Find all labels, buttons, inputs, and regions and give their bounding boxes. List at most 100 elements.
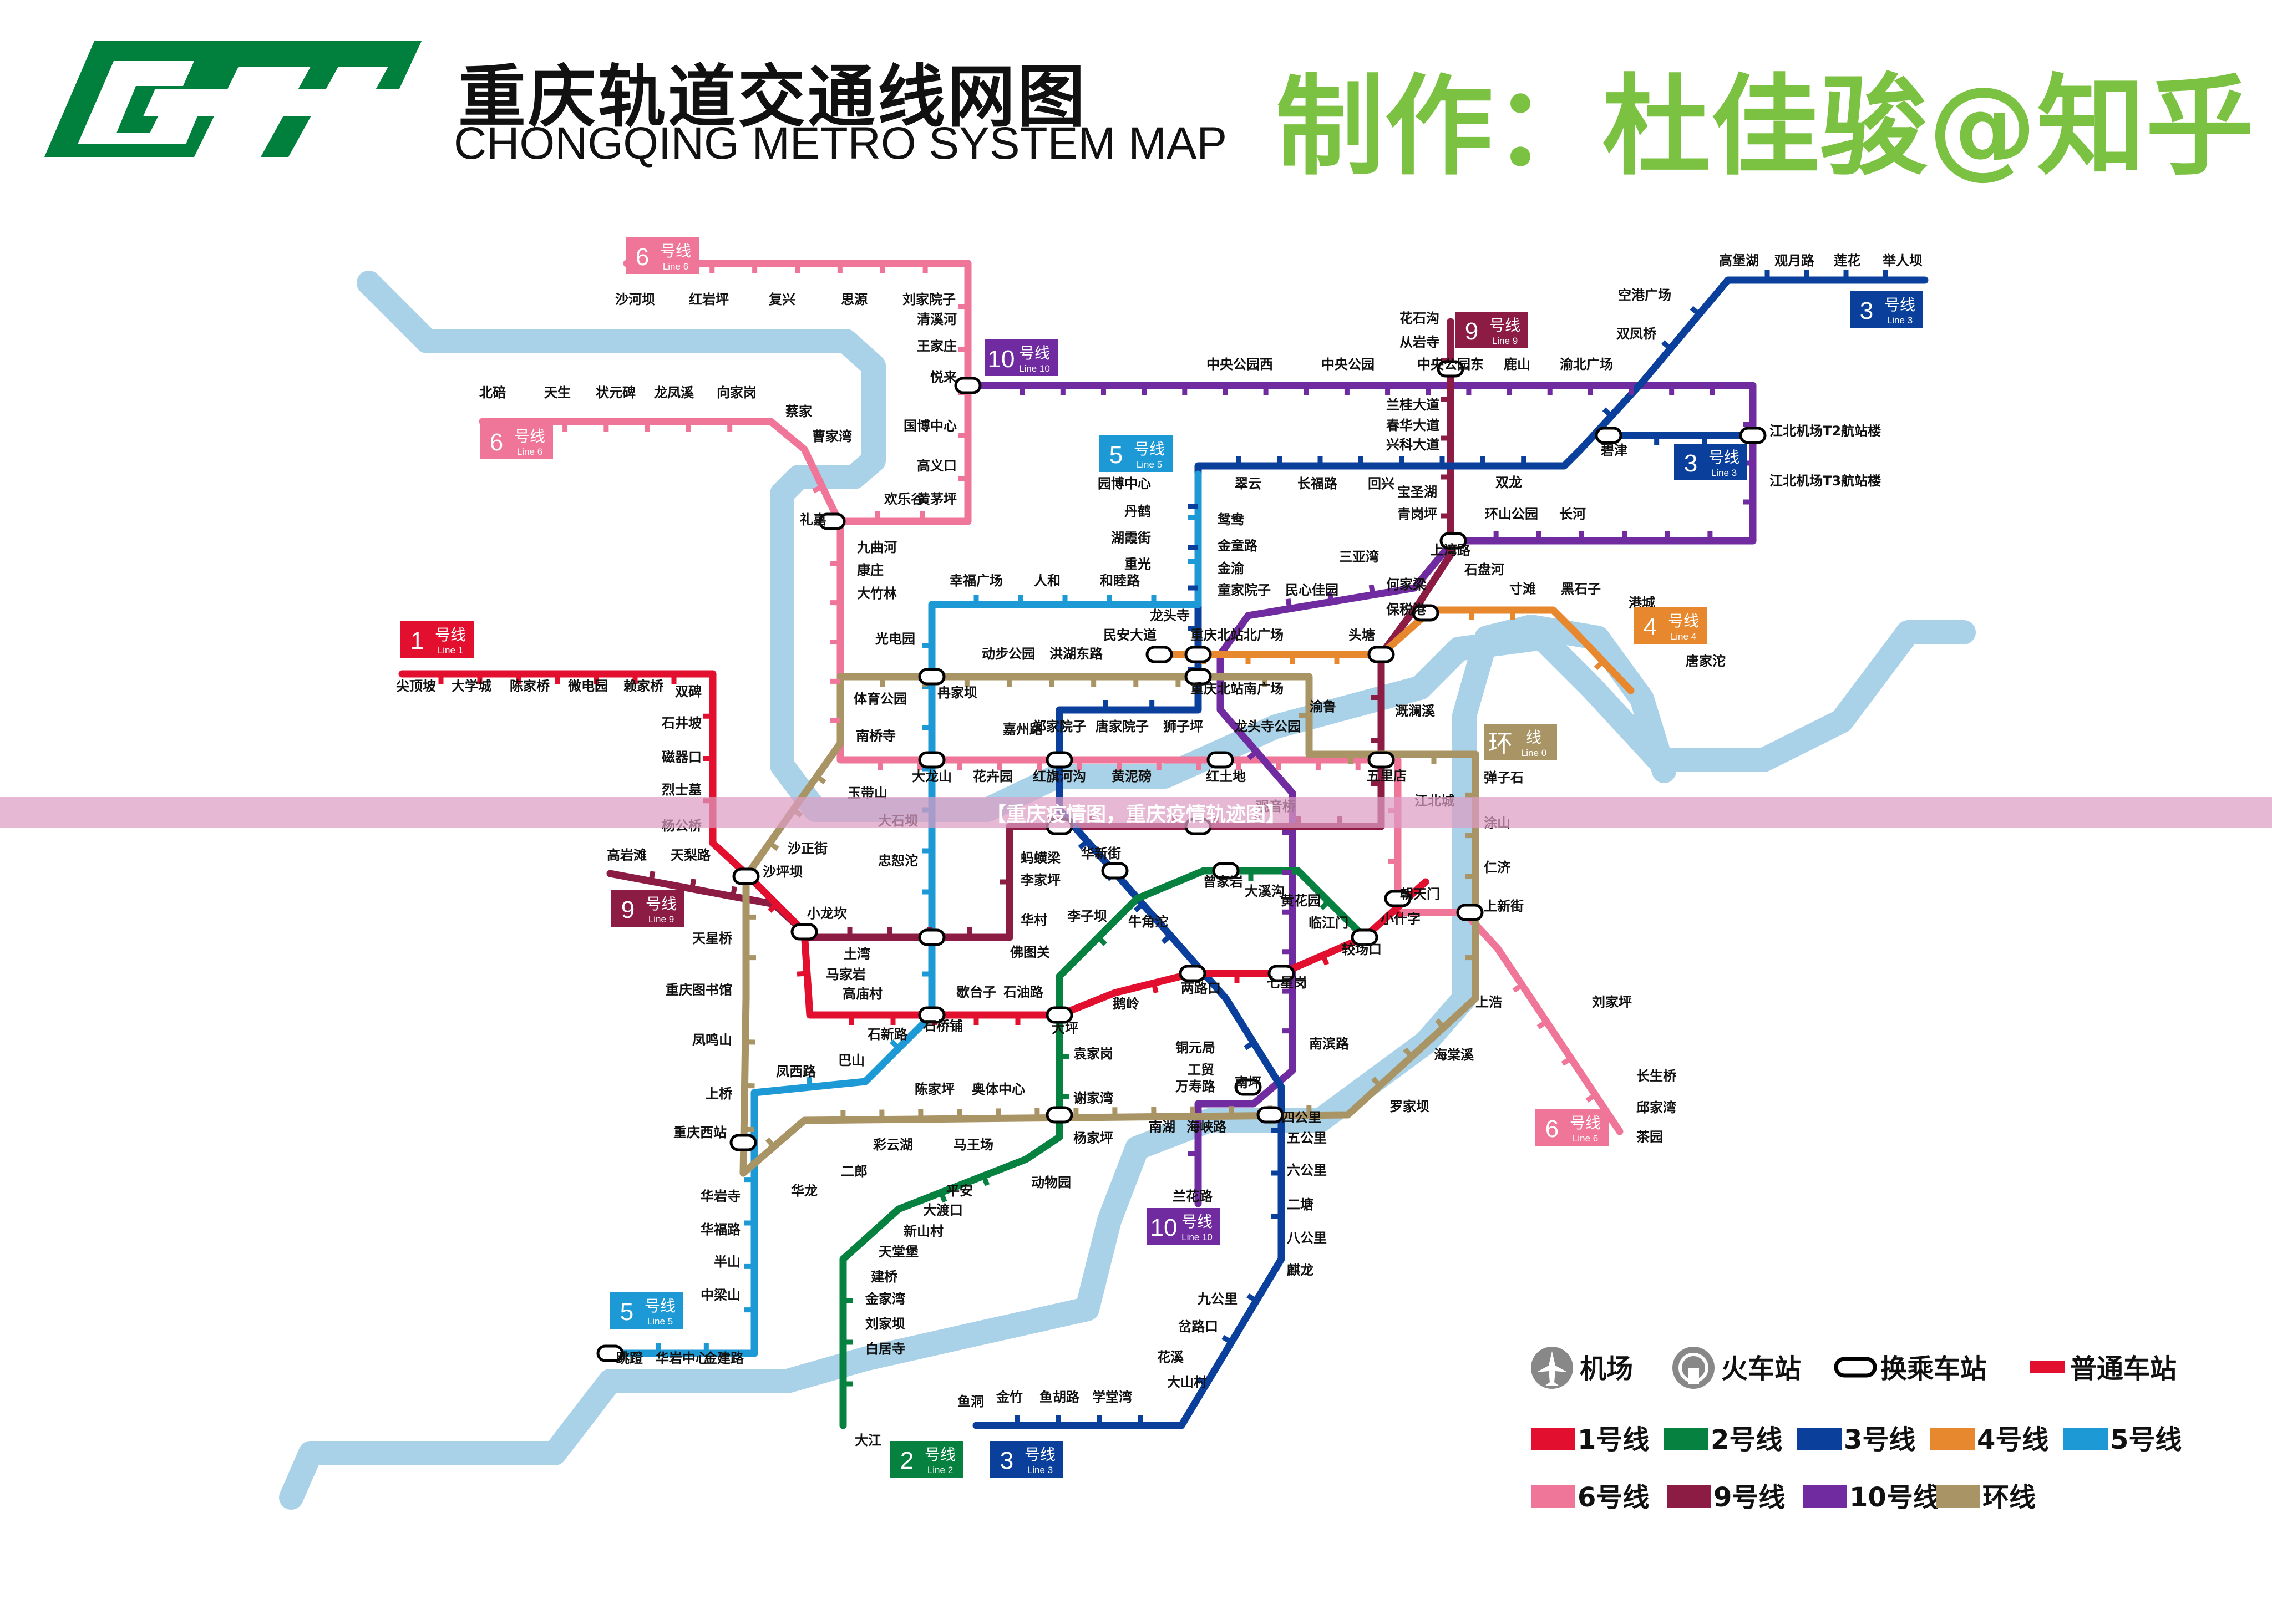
station-label: 石桥铺 bbox=[922, 1018, 963, 1034]
station-label: 高义口 bbox=[917, 458, 957, 474]
transfer-station[interactable] bbox=[1456, 904, 1484, 921]
station-label: 环山公园 bbox=[1485, 506, 1538, 522]
transfer-station[interactable] bbox=[954, 377, 982, 394]
transfer-station[interactable] bbox=[1384, 890, 1412, 907]
station-label: 华村 bbox=[1021, 912, 1047, 928]
transfer-station[interactable] bbox=[1367, 646, 1395, 663]
station-tick bbox=[768, 841, 779, 851]
badge-number: 3 bbox=[1000, 1447, 1013, 1474]
station-label: 兰桂大道 bbox=[1386, 397, 1439, 413]
station-label: 中央公园东 bbox=[1417, 357, 1484, 372]
station-label: 跳蹬 bbox=[616, 1351, 643, 1366]
badge-label: 号线 bbox=[514, 427, 545, 445]
transfer-station[interactable] bbox=[1234, 1078, 1262, 1096]
station-label: 长福路 bbox=[1297, 476, 1338, 491]
transfer-station[interactable] bbox=[790, 923, 818, 941]
station-label: 两路口 bbox=[1181, 981, 1221, 996]
transfer-station[interactable] bbox=[1267, 965, 1295, 982]
station-tick bbox=[797, 971, 808, 977]
legend-label: 换乘车站 bbox=[1880, 1353, 1987, 1384]
transfer-station[interactable] bbox=[1046, 1106, 1073, 1124]
station-label: 金家湾 bbox=[865, 1291, 905, 1307]
station-label: 忠恕沱 bbox=[878, 853, 918, 869]
station-label: 上浩 bbox=[1475, 994, 1502, 1010]
legend-swatch bbox=[1664, 1428, 1708, 1450]
badge-label: 号线 bbox=[925, 1445, 956, 1464]
badge-en: Line 1 bbox=[438, 645, 463, 656]
transfer-station[interactable] bbox=[1206, 751, 1234, 769]
badge-number: 4 bbox=[1644, 613, 1657, 641]
legend-label: 9号线 bbox=[1713, 1482, 1785, 1513]
station-label: 三亚湾 bbox=[1339, 549, 1379, 565]
transfer-icon bbox=[1834, 1357, 1877, 1378]
station-label: 弹子石 bbox=[1484, 770, 1524, 785]
line-badge[interactable]: 环线Line 0 bbox=[1484, 724, 1557, 760]
transfer-station[interactable] bbox=[729, 1134, 757, 1151]
station-label: 唐家沱 bbox=[1686, 653, 1726, 669]
transfer-station[interactable] bbox=[1145, 646, 1173, 663]
transfer-station[interactable] bbox=[1595, 427, 1622, 444]
transfer-station[interactable] bbox=[1739, 427, 1767, 444]
station-label: 蔡家 bbox=[785, 404, 812, 419]
transfer-station[interactable] bbox=[1367, 751, 1395, 769]
transfer-station[interactable] bbox=[1184, 646, 1212, 663]
legend-item: 5号线 bbox=[2063, 1424, 2182, 1455]
station-label: 二郎 bbox=[841, 1164, 868, 1179]
station-label: 石井坡 bbox=[661, 715, 702, 731]
station-label: 杨家坪 bbox=[1073, 1130, 1113, 1146]
transfer-station[interactable] bbox=[1179, 965, 1206, 982]
station-label: 清溪河 bbox=[917, 312, 957, 327]
transfer-station[interactable] bbox=[1046, 1006, 1073, 1024]
transfer-station[interactable] bbox=[1351, 928, 1378, 946]
station-label: 彩云湖 bbox=[873, 1137, 913, 1153]
transfer-station[interactable] bbox=[1412, 604, 1439, 622]
transfer-station[interactable] bbox=[918, 668, 946, 686]
badge-en: Line 6 bbox=[663, 261, 688, 272]
transfer-station[interactable] bbox=[818, 512, 846, 530]
station-tick bbox=[1594, 659, 1605, 671]
transfer-station[interactable] bbox=[596, 1344, 624, 1362]
transfer-station[interactable] bbox=[1184, 668, 1212, 686]
station-tick bbox=[1285, 598, 1292, 610]
transfer-station[interactable] bbox=[1212, 862, 1240, 880]
station-label: 嘉州路 bbox=[1003, 722, 1043, 737]
station-label: 蚂蟥梁 bbox=[1021, 850, 1061, 866]
transfer-station[interactable] bbox=[918, 751, 946, 769]
station-label: 鸳鸯 bbox=[1218, 512, 1245, 527]
transfer-station[interactable] bbox=[918, 1006, 946, 1024]
transfer-station[interactable] bbox=[918, 928, 946, 946]
station-label: 学堂湾 bbox=[1092, 1389, 1132, 1405]
transfer-station[interactable] bbox=[1046, 751, 1073, 769]
station-label: 石盘河 bbox=[1464, 562, 1504, 577]
badge-number: 9 bbox=[1465, 318, 1478, 345]
station-label: 邱家湾 bbox=[1636, 1100, 1676, 1115]
station-label: 石新路 bbox=[867, 1027, 908, 1042]
station-label: 鱼胡路 bbox=[1039, 1389, 1080, 1405]
transfer-station[interactable] bbox=[1437, 360, 1464, 378]
transfer-station[interactable] bbox=[1256, 1106, 1284, 1124]
legend-label: 3号线 bbox=[1844, 1424, 1915, 1455]
transfer-station[interactable] bbox=[732, 867, 760, 885]
station-label: 兰花路 bbox=[1173, 1189, 1213, 1204]
station-label: 南湖 bbox=[1149, 1119, 1175, 1135]
station-label: 郑家院子 bbox=[1033, 719, 1086, 734]
station-label: 陈家桥 bbox=[510, 678, 550, 694]
station-label: 沙正街 bbox=[788, 841, 828, 856]
transfer-station[interactable] bbox=[1101, 862, 1129, 880]
transfer-station[interactable] bbox=[1439, 532, 1467, 550]
